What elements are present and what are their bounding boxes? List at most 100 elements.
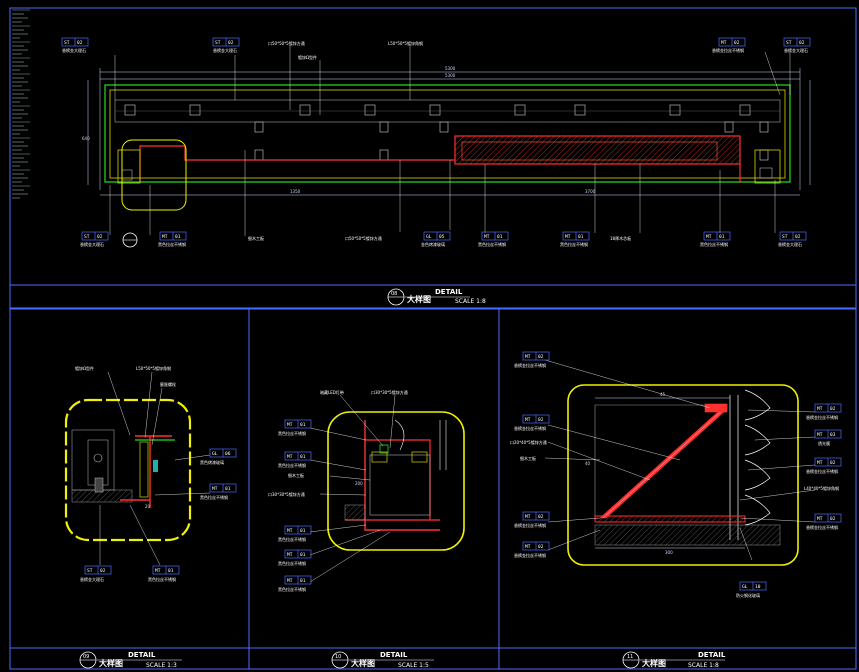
tag-st02-e: ST 02 香槟金大理石 [778, 231, 807, 247]
tag-st02-c: ST 02 香槟金大理石 [783, 37, 811, 53]
detail-11-detail: DETAIL [698, 651, 726, 659]
detail-11-title-cn: 大样图 [642, 658, 666, 668]
tag-mt01-i: MT 01 黑色拉丝不锈钢 [278, 525, 312, 542]
label-mt01-k: 黑色拉丝不锈钢 [278, 586, 306, 592]
label-fine-wood: 细木工板 [288, 472, 304, 478]
label-bolt-a: 膨胀螺栓 [160, 381, 176, 387]
tag-st02-a-bottom: 02 [77, 40, 83, 46]
detail-11-drawing: 45 300 40 [544, 359, 816, 566]
tag-mt01-a-bottom: 01 [175, 234, 181, 240]
tag-mt01-d: MT 01 黑色拉丝不锈钢 [700, 231, 731, 247]
label-bracket-b: 镀锌Ω型件 [75, 365, 94, 371]
tag-mt01-c: MT 01 黑色拉丝不锈钢 [560, 231, 590, 247]
label-plank-b: 细木工板 [520, 455, 536, 461]
label-st02-c: 香槟金大理石 [784, 47, 808, 53]
tag-mt02-d-bottom: 02 [538, 514, 544, 520]
tag-st02-f: ST 02 香槟金大理石 [80, 565, 112, 582]
tag-mt01-k-bottom: 01 [300, 578, 306, 584]
label-steel-pipe-50-a: 口50*50*5镀锌方通 [268, 40, 305, 46]
label-mt01-j: 黑色拉丝不锈钢 [278, 560, 306, 566]
tag-mt01-c-top: MT [565, 234, 571, 240]
tag-mt02-b-bottom: 02 [538, 354, 544, 360]
label-angle-steel-b: L50*50*5镀锌角钢 [136, 365, 171, 371]
detail-09-detail: DETAIL [128, 651, 156, 659]
detail-08-annotations: ST 02 香槟金大理石 ST 02 香槟金大理石 口50*50*5镀锌方通 镀… [61, 37, 811, 247]
label-steel-pipe-50-b: 口50*50*5镀锌方通 [345, 235, 382, 241]
detail-11-number: 11 [627, 654, 633, 660]
tag-st02-c-top: ST [786, 40, 792, 46]
detail-10-title: 10 大样图 DETAIL SCALE 1:5 [331, 651, 434, 669]
detail-11-scale: SCALE 1:8 [688, 662, 719, 669]
tag-mt02-f-top: MT [817, 406, 823, 412]
tag-gl10-a: GL 10 防火钢化玻璃 [736, 581, 767, 598]
detail-09-title-cn: 大样图 [99, 658, 123, 668]
detail-09-drawing: 20 [64, 371, 211, 566]
dim-200: 200 [355, 481, 363, 486]
tag-mt03-a: MT 03 透光膜 [814, 429, 842, 446]
label-mt01-f: 黑色拉丝不锈钢 [148, 576, 176, 582]
tag-mt01-j-top: MT [287, 552, 293, 558]
tag-gl10-a-bottom: 10 [755, 584, 761, 590]
tag-gl05-a: GL 05 金色烤漆玻璃 [421, 231, 451, 247]
tag-mt01-h: MT 01 黑色拉丝不锈钢 [278, 451, 312, 468]
label-mt02-e: 香槟金拉丝不锈钢 [514, 552, 546, 558]
detail-10-scale: SCALE 1:5 [398, 662, 429, 669]
tag-mt02-c-bottom: 02 [538, 417, 544, 423]
label-led: 暗藏LED灯带 [320, 389, 344, 395]
tag-mt01-d-top: MT [706, 234, 712, 240]
label-mt02-a: 香槟金拉丝不锈钢 [712, 47, 744, 53]
tag-st02-b-top: ST [215, 40, 221, 46]
label-mt02-f: 香槟金拉丝不锈钢 [806, 414, 838, 420]
dim-5300-a: 5300 [445, 66, 456, 71]
label-st02-b: 香槟金大理石 [213, 47, 237, 53]
tag-st02-d-bottom: 02 [97, 234, 103, 240]
tag-mt01-g-top: MT [287, 422, 293, 428]
label-mt02-g: 香槟金拉丝不锈钢 [806, 468, 838, 474]
label-st02-e: 香槟金大理石 [778, 241, 802, 247]
label-mt02-c: 香槟金拉丝不锈钢 [514, 425, 546, 431]
tag-mt01-j: MT 01 黑色拉丝不锈钢 [278, 549, 312, 566]
tag-mt02-e-top: MT [525, 544, 531, 550]
detail-09-number: 09 [83, 654, 89, 660]
detail-10-drawing: 200 [309, 394, 465, 583]
tag-mt02-h-bottom: 02 [830, 516, 836, 522]
tag-mt01-k: MT 01 黑色拉丝不锈钢 [278, 575, 312, 592]
label-mt01-a: 黑色拉丝不锈钢 [158, 241, 186, 247]
tag-mt02-a-bottom: 02 [734, 40, 740, 46]
tag-st02-d: ST 02 香槟金大理石 [80, 231, 109, 247]
tag-mt01-f-bottom: 01 [168, 568, 174, 574]
tag-st02-d-top: ST [84, 234, 90, 240]
tag-mt01-b-bottom: 01 [497, 234, 503, 240]
tag-mt02-c-top: MT [525, 417, 531, 423]
detail-10-detail: DETAIL [380, 651, 408, 659]
detail-10-number: 10 [335, 654, 341, 660]
dim-640: 640 [82, 136, 90, 141]
tag-st02-c-bottom: 02 [799, 40, 805, 46]
label-bracket-a: 镀锌Ω型件 [298, 54, 317, 60]
tag-mt01-j-bottom: 01 [300, 552, 306, 558]
detail-09-annotations: 镀锌Ω型件 L50*50*5镀锌角钢 膨胀螺栓 GL 06 黑色烤漆玻璃 MT … [75, 365, 237, 582]
detail-11-annotations: MT 02 香槟金拉丝不锈钢 MT 02 香槟金拉丝不锈钢 口20*40*5镀锌… [510, 351, 842, 598]
tag-mt02-g-bottom: 02 [830, 460, 836, 466]
label-st02-f: 香槟金大理石 [80, 576, 104, 582]
tag-mt03-a-top: MT [817, 432, 823, 438]
tag-mt01-i-top: MT [287, 528, 293, 534]
tag-st02-b-bottom: 02 [228, 40, 234, 46]
tag-mt01-g: MT 01 黑色拉丝不锈钢 [278, 419, 312, 436]
tag-st02-f-top: ST [87, 568, 93, 574]
tag-mt01-e: MT 01 黑色拉丝不锈钢 [200, 483, 237, 500]
tag-mt01-d-bottom: 01 [719, 234, 725, 240]
tag-mt02-h-top: MT [817, 516, 823, 522]
label-mt01-d: 黑色拉丝不锈钢 [700, 241, 728, 247]
label-gl06-a: 黑色烤漆玻璃 [200, 459, 224, 465]
detail-09-scale: SCALE 1:3 [146, 662, 177, 669]
tag-mt02-e: MT 02 香槟金拉丝不锈钢 [514, 541, 550, 558]
tag-mt01-g-bottom: 01 [300, 422, 306, 428]
detail-09-title: 09 大样图 DETAIL SCALE 1:3 [79, 651, 182, 669]
label-mt02-d: 香槟金拉丝不锈钢 [514, 522, 546, 528]
tag-mt02-e-bottom: 02 [538, 544, 544, 550]
tag-st02-a-top: ST [64, 40, 70, 46]
label-mt01-i: 黑色拉丝不锈钢 [278, 536, 306, 542]
tag-mt02-a-top: MT [721, 40, 727, 46]
